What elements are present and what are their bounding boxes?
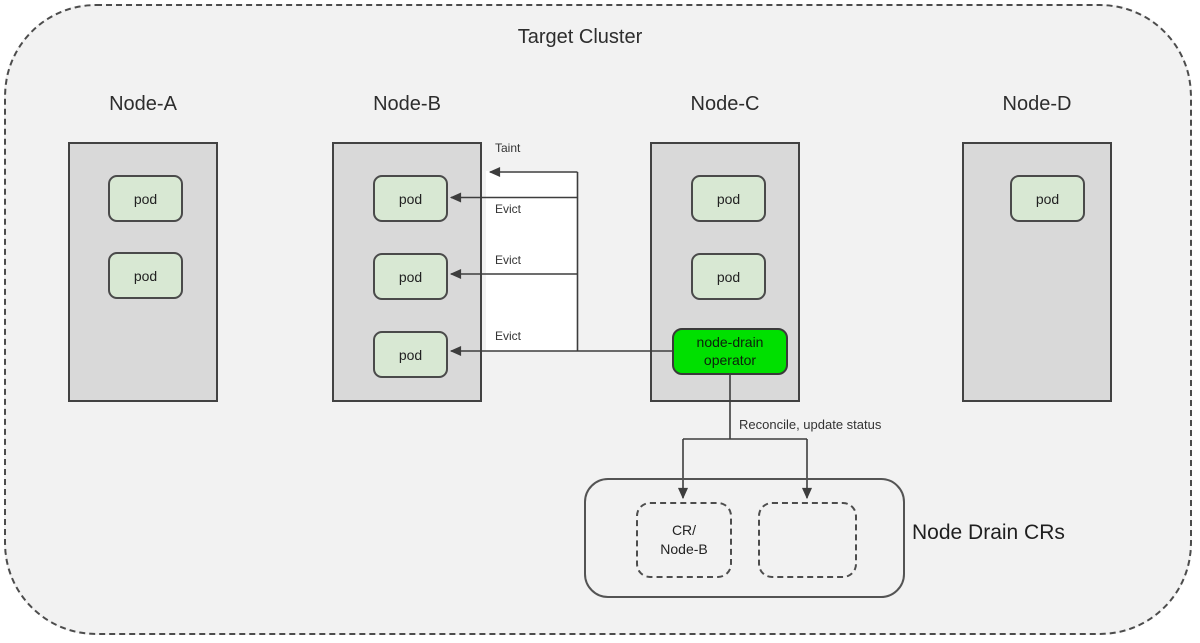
node-drain-crs-label: Node Drain CRs [912,521,1065,544]
node-drain-operator: node-drain operator [672,328,788,375]
node-d-box: pod [962,142,1112,402]
taint-label: Taint [495,141,521,155]
pod: pod [1010,175,1085,222]
node-b-box: pod pod pod [332,142,482,402]
node-a-box: pod pod [68,142,218,402]
pod: pod [108,252,183,299]
pod: pod [108,175,183,222]
reconcile-label: Reconcile, update status [739,417,882,432]
evict-label: Evict [495,202,522,216]
pod: pod [691,175,766,222]
node-a-label: Node-A [109,93,177,115]
cr-box-line1: CR/ [671,522,697,539]
cr-empty-box [758,502,857,578]
node-b-label: Node-B [373,93,441,115]
cr-box-line2: Node-B [660,541,708,557]
evict-label: Evict [495,329,522,343]
node-c-label: Node-C [690,93,760,115]
node-drain-crs-container [584,478,905,598]
cr-node-b-box: CR/ Node-B [636,502,732,578]
pod: pod [373,253,448,300]
node-c-box: pod pod node-drain operator [650,142,800,402]
pod: pod [691,253,766,300]
cluster-title: Target Cluster [517,26,643,48]
arrow-corridor-background [486,171,578,351]
node-d-label: Node-D [1002,93,1072,115]
evict-label: Evict [495,253,522,267]
pod: pod [373,331,448,378]
pod: pod [373,175,448,222]
